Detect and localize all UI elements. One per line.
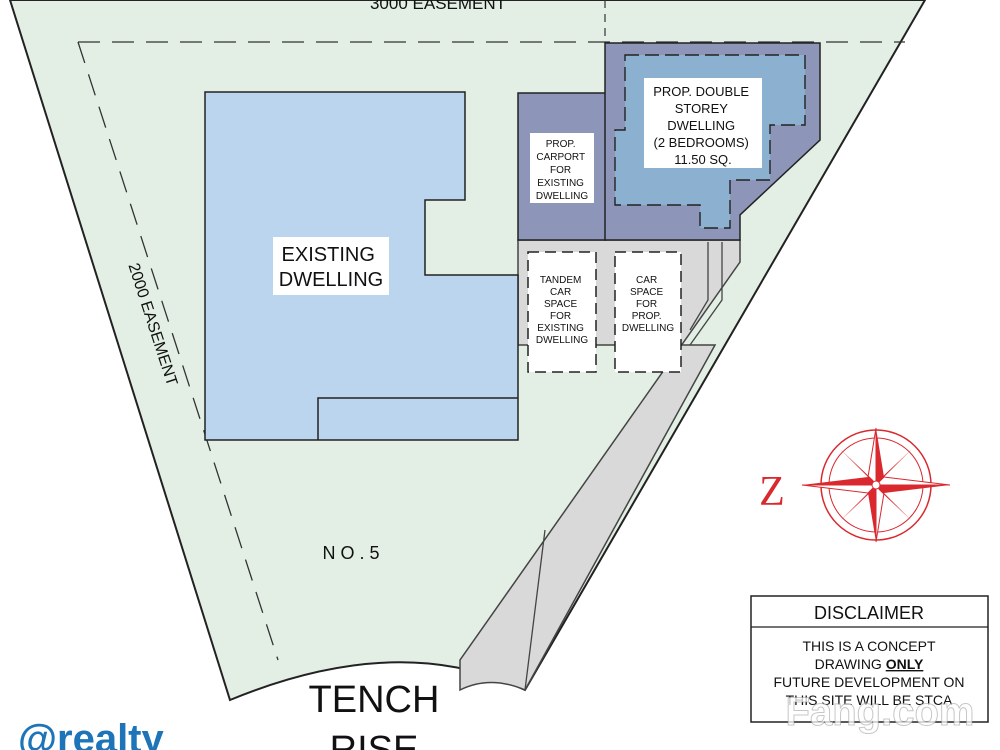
proposed-dwelling-label: PROP. DOUBLE STOREY DWELLING (2 BEDROOMS… <box>653 84 752 167</box>
carport-label-line: FOR <box>550 165 571 176</box>
car-space-label-line: PROP. <box>632 311 662 322</box>
carport-label-line: CARPORT <box>536 152 585 163</box>
existing-dwelling-label-bg <box>273 237 389 295</box>
disclaimer-line-2: DRAWING ONLY <box>815 656 924 672</box>
carport-label: PROP. CARPORT FOR EXISTING DWELLING <box>536 139 588 202</box>
proposed-dwelling-label-bg <box>644 78 762 168</box>
carport-label-line: DWELLING <box>536 191 588 202</box>
lot-number-label: N O . 5 <box>322 543 379 563</box>
car-space-label-line: SPACE <box>630 287 663 298</box>
side-easement-line <box>77 41 279 661</box>
proposed-dwelling-label-line: (2 BEDROOMS) <box>654 135 749 150</box>
driveway-edge-3 <box>524 529 546 691</box>
disclaimer-title: DISCLAIMER <box>814 603 924 623</box>
disclaimer-line-1: THIS IS A CONCEPT <box>802 638 935 654</box>
disclaimer-line-2-text: DRAWING <box>815 656 886 672</box>
tandem-car-space <box>527 251 597 373</box>
proposed-dwelling-label-line: 11.50 SQ. <box>674 152 732 167</box>
car-space-label-line: CAR <box>636 275 657 286</box>
car-space-label: CAR SPACE FOR PROP. DWELLING <box>622 275 674 334</box>
car-space-proposed <box>614 251 682 373</box>
north-letter: Z <box>759 469 785 515</box>
disclaimer-line-2-emphasis: ONLY <box>886 656 924 672</box>
top-easement-label: 3000 EASEMENT <box>370 0 506 13</box>
proposed-dwelling-label-line: DWELLING <box>667 118 735 133</box>
existing-dwelling-label: EXISTING DWELLING <box>279 244 383 291</box>
street-name-line-1: TENCH <box>309 679 440 721</box>
tandem-space-label-line: SPACE <box>544 299 577 310</box>
driveway-edge <box>689 242 723 346</box>
existing-dwelling-label-line: EXISTING <box>282 244 375 266</box>
proposed-dwelling-label-line: PROP. DOUBLE <box>653 84 749 99</box>
realty-logo: @realty <box>18 717 164 750</box>
disclaimer-box <box>750 595 989 723</box>
street-name-line-2: RISE <box>330 729 419 750</box>
compass-rose-icon <box>801 427 951 543</box>
tandem-space-label: TANDEM CAR SPACE FOR EXISTING DWELLING <box>536 275 588 346</box>
tandem-space-label-line: TANDEM <box>540 275 581 286</box>
carport-label-line: PROP. <box>546 139 576 150</box>
carport-label-bg <box>530 133 594 203</box>
car-space-label-line: FOR <box>636 299 657 310</box>
carport-label-line: EXISTING <box>537 178 584 189</box>
proposed-dwelling-label-line: STOREY <box>675 101 729 116</box>
tandem-space-label-line: FOR <box>550 311 571 322</box>
disclaimer-line-3: FUTURE DEVELOPMENT ON <box>773 674 964 690</box>
disclaimer-line-4: THIS SITE WILL BE STCA <box>786 692 953 708</box>
watermark-text: Fang.com <box>786 690 975 734</box>
tandem-space-label-line: EXISTING <box>537 323 584 334</box>
existing-dwelling-extension <box>317 397 518 440</box>
driveway-edge-2 <box>689 242 709 331</box>
tandem-space-label-line: DWELLING <box>536 335 588 346</box>
car-space-label-line: DWELLING <box>622 323 674 334</box>
existing-dwelling-label-line: DWELLING <box>279 269 383 291</box>
tandem-space-label-line: CAR <box>550 287 571 298</box>
